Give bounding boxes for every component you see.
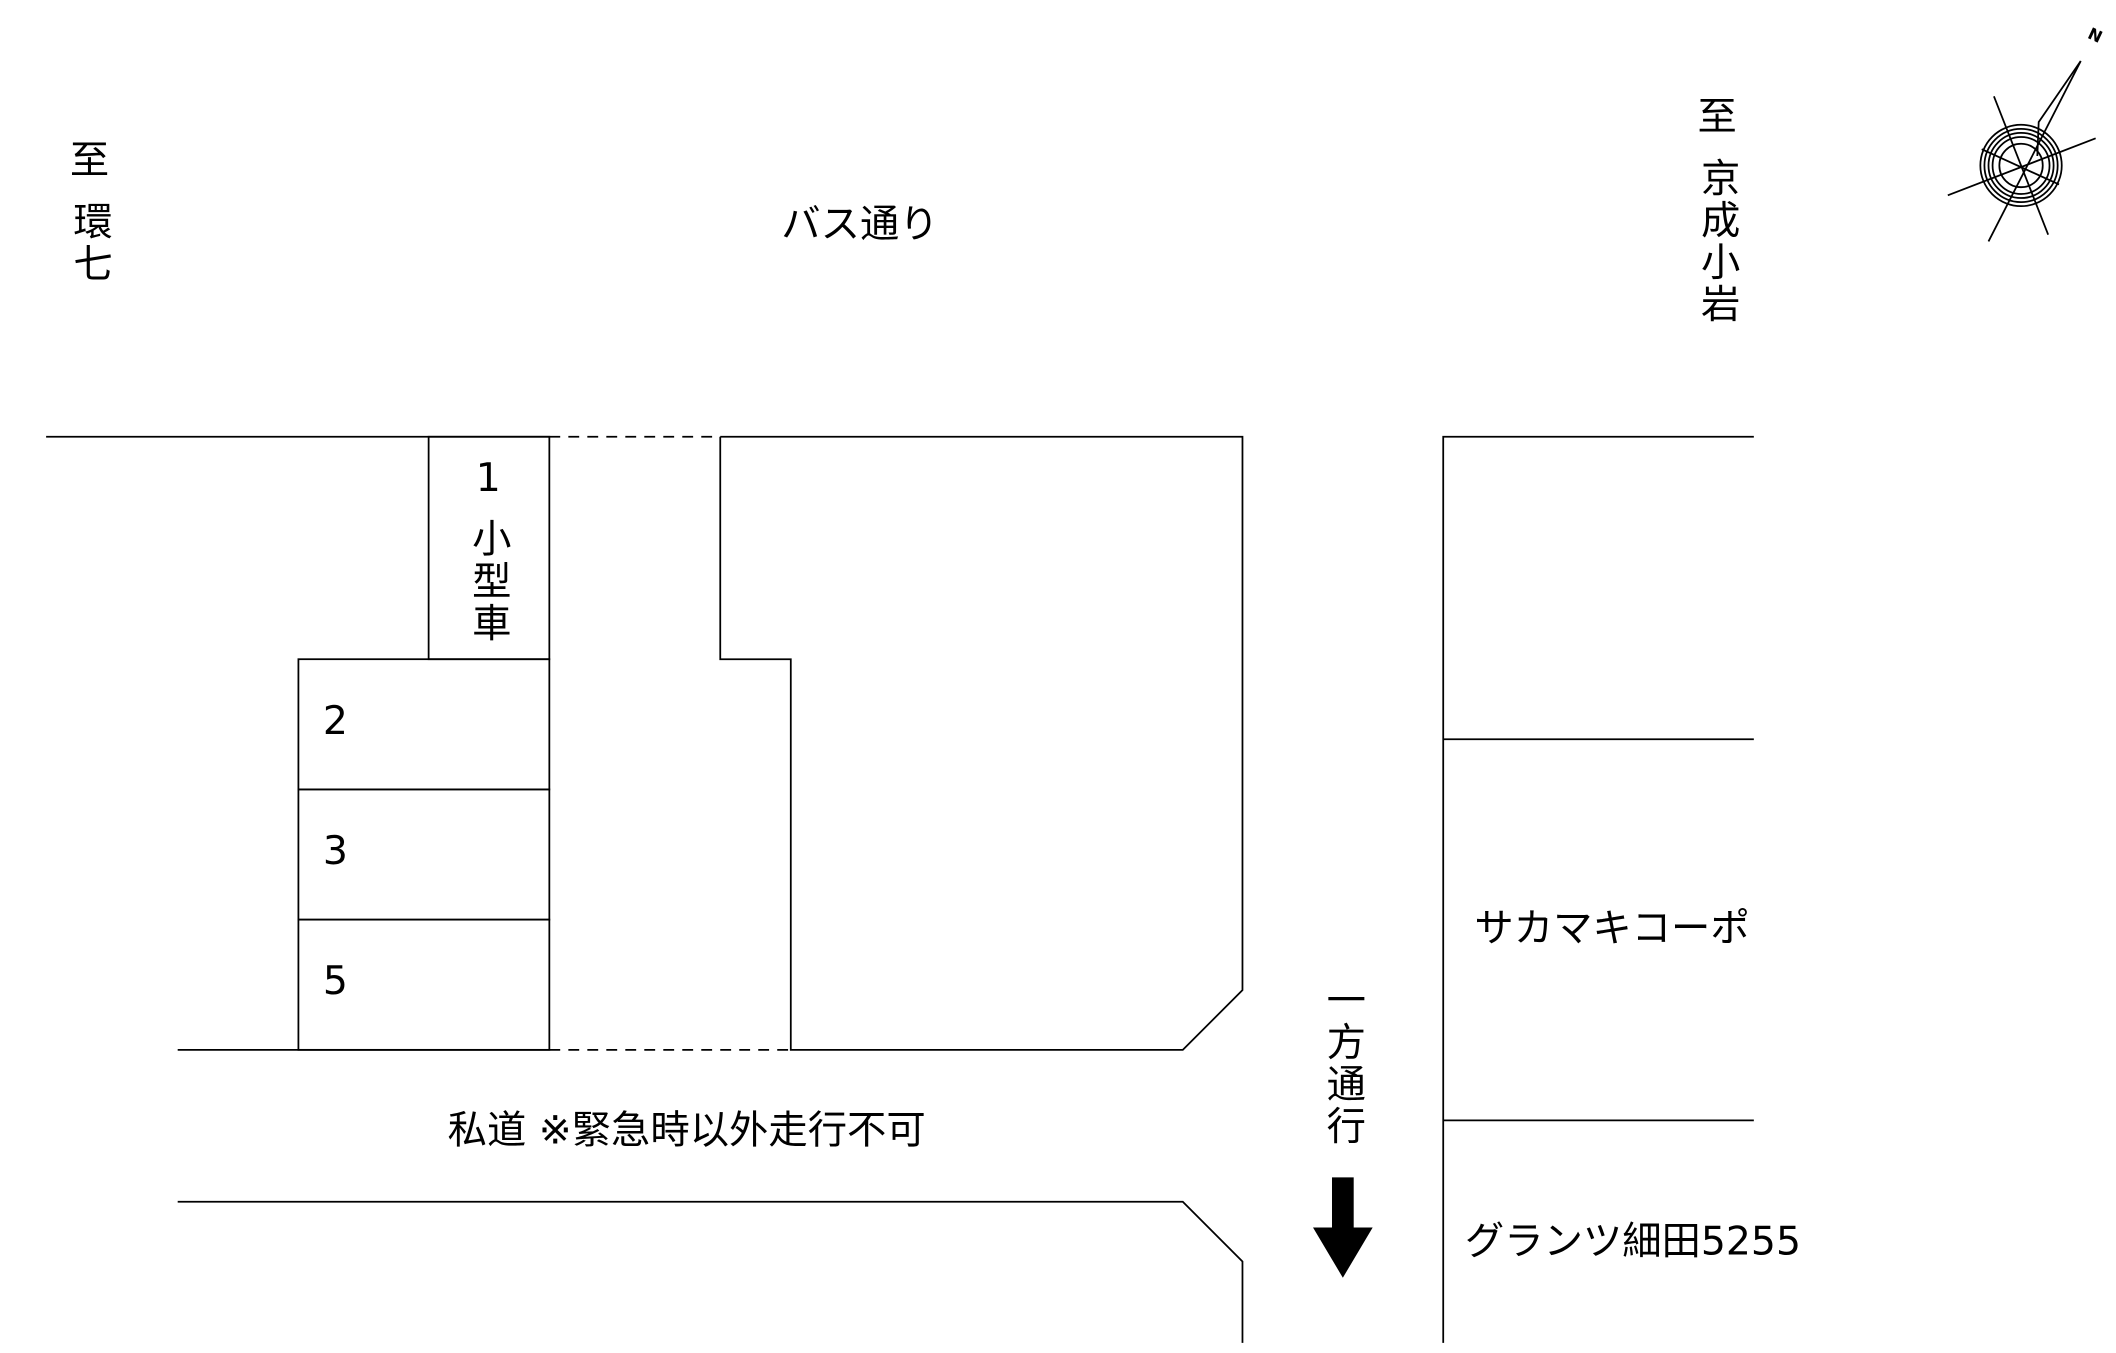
north-label: N xyxy=(2085,24,2105,47)
space-2-label: 2 xyxy=(323,698,348,744)
to-label-left: 至 xyxy=(70,138,109,184)
building-grants-hosoda: グランツ細田5255 xyxy=(1465,1219,1801,1265)
destination-keisei-koiwa: 京成小岩 xyxy=(1694,157,1740,326)
bus-street-label: バス通り xyxy=(781,201,938,247)
to-label-right: 至 xyxy=(1698,94,1737,140)
arrow-down-icon xyxy=(1313,1177,1373,1278)
private-road-label: 私道 ※緊急時以外走行不可 xyxy=(448,1107,926,1153)
space-5-label: 5 xyxy=(323,958,348,1004)
space-1-note: 小型車 xyxy=(465,518,511,644)
one-way-label: 一方通行 xyxy=(1320,979,1366,1147)
destination-kannana: 環七 xyxy=(67,201,113,285)
compass-rose-icon: N xyxy=(1947,24,2105,242)
space-3-label: 3 xyxy=(323,828,348,874)
space-1-number: 1 xyxy=(476,455,501,501)
building-sakamaki-coop: サカマキコーポ xyxy=(1474,905,1749,951)
block-outlines xyxy=(46,435,1754,1343)
